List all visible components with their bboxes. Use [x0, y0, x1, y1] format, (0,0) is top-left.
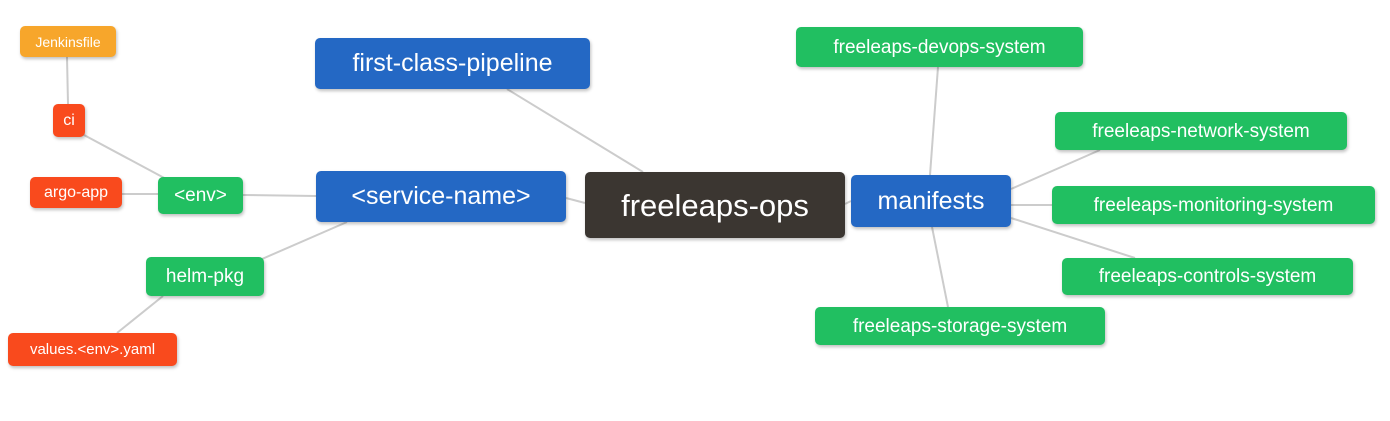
edge-helm-pkg-to-values-env-yaml [116, 295, 164, 334]
edge-env-to-service-name [242, 194, 317, 197]
mindmap-node-freeleaps-controls-system[interactable]: freeleaps-controls-system [1062, 258, 1353, 295]
edge-manifests-to-freeleaps-controls-system [1010, 217, 1136, 259]
mindmap-node-freeleaps-devops-system[interactable]: freeleaps-devops-system [796, 27, 1083, 67]
mindmap-node-manifests[interactable]: manifests [851, 175, 1011, 227]
mindmap-node-freeleaps-monitoring-system[interactable]: freeleaps-monitoring-system [1052, 186, 1375, 224]
mindmap-node-argo-app[interactable]: argo-app [30, 177, 122, 208]
mindmap-node-service-name[interactable]: <service-name> [316, 171, 566, 222]
edge-manifests-to-freeleaps-network-system [1010, 149, 1101, 190]
edge-manifests-to-freeleaps-devops-system [929, 66, 939, 176]
edge-service-name-to-freeleaps-ops [565, 197, 586, 204]
edge-jenkinsfile-to-ci [66, 56, 69, 105]
mindmap-node-jenkinsfile[interactable]: Jenkinsfile [20, 26, 116, 57]
edge-manifests-to-freeleaps-storage-system [931, 226, 949, 308]
edge-first-class-pipeline-to-freeleaps-ops [506, 88, 644, 173]
edge-service-name-to-helm-pkg [261, 221, 348, 260]
mindmap-node-first-class-pipeline[interactable]: first-class-pipeline [315, 38, 590, 89]
mindmap-node-env[interactable]: <env> [158, 177, 243, 214]
mindmap-node-freeleaps-network-system[interactable]: freeleaps-network-system [1055, 112, 1347, 150]
edge-ci-to-env [83, 134, 169, 181]
mindmap-node-freeleaps-ops[interactable]: freeleaps-ops [585, 172, 845, 238]
mindmap-node-freeleaps-storage-system[interactable]: freeleaps-storage-system [815, 307, 1105, 345]
mindmap-node-helm-pkg[interactable]: helm-pkg [146, 257, 264, 296]
mindmap-node-ci[interactable]: ci [53, 104, 85, 137]
mindmap-node-values-env-yaml[interactable]: values.<env>.yaml [8, 333, 177, 366]
